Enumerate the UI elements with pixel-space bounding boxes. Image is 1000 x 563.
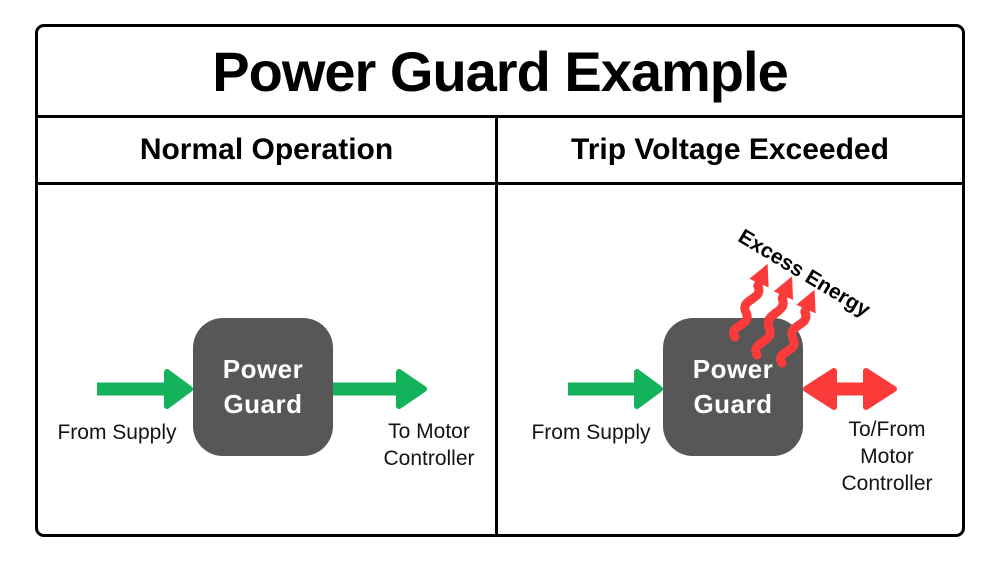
- power-guard-label-line2: Guard: [223, 389, 303, 419]
- panel-trip-voltage-exceeded: Power Guard Excess Energy From Supply To…: [498, 185, 962, 534]
- from-supply-label: From Supply: [531, 421, 651, 444]
- diagram-content-row: Power Guard From Supply To Motor Control…: [38, 185, 962, 534]
- column-header-row: Normal Operation Trip Voltage Exceeded: [38, 118, 962, 185]
- diagram-table-frame: Power Guard Example Normal Operation Tri…: [35, 24, 965, 537]
- header-trip-voltage-exceeded: Trip Voltage Exceeded: [571, 133, 889, 166]
- bidirectional-arrow-left-head-icon: [803, 368, 837, 410]
- supply-arrow-head-icon: [634, 369, 663, 409]
- header-normal-operation: Normal Operation: [38, 118, 498, 182]
- to-from-motor-controller-label: To/From Motor Controller: [841, 418, 933, 495]
- to-motor-controller-label: To Motor Controller: [383, 420, 475, 470]
- panel-normal-operation: Power Guard From Supply To Motor Control…: [38, 185, 498, 534]
- excess-energy-wave-icon: [751, 291, 788, 360]
- excess-energy-wave-icon: [776, 305, 811, 368]
- heat-wave-arrows: [729, 279, 811, 368]
- page-title: Power Guard Example: [212, 39, 788, 103]
- normal-operation-arrows: [97, 369, 427, 409]
- excess-energy-wave-icon: [729, 279, 764, 342]
- power-guard-label-line1: Power: [692, 354, 774, 384]
- title-row: Power Guard Example: [38, 27, 962, 118]
- trip-voltage-arrows: [568, 185, 897, 410]
- power-guard-label-line2: Guard: [693, 389, 773, 419]
- bidirectional-arrow-right-head-icon: [863, 368, 897, 410]
- power-guard-label-line1: Power: [222, 354, 304, 384]
- power-guard-box: Power Guard: [193, 318, 333, 456]
- from-supply-label: From Supply: [57, 421, 177, 444]
- output-arrow-head-icon: [396, 369, 427, 409]
- supply-arrow-head-icon: [164, 369, 193, 409]
